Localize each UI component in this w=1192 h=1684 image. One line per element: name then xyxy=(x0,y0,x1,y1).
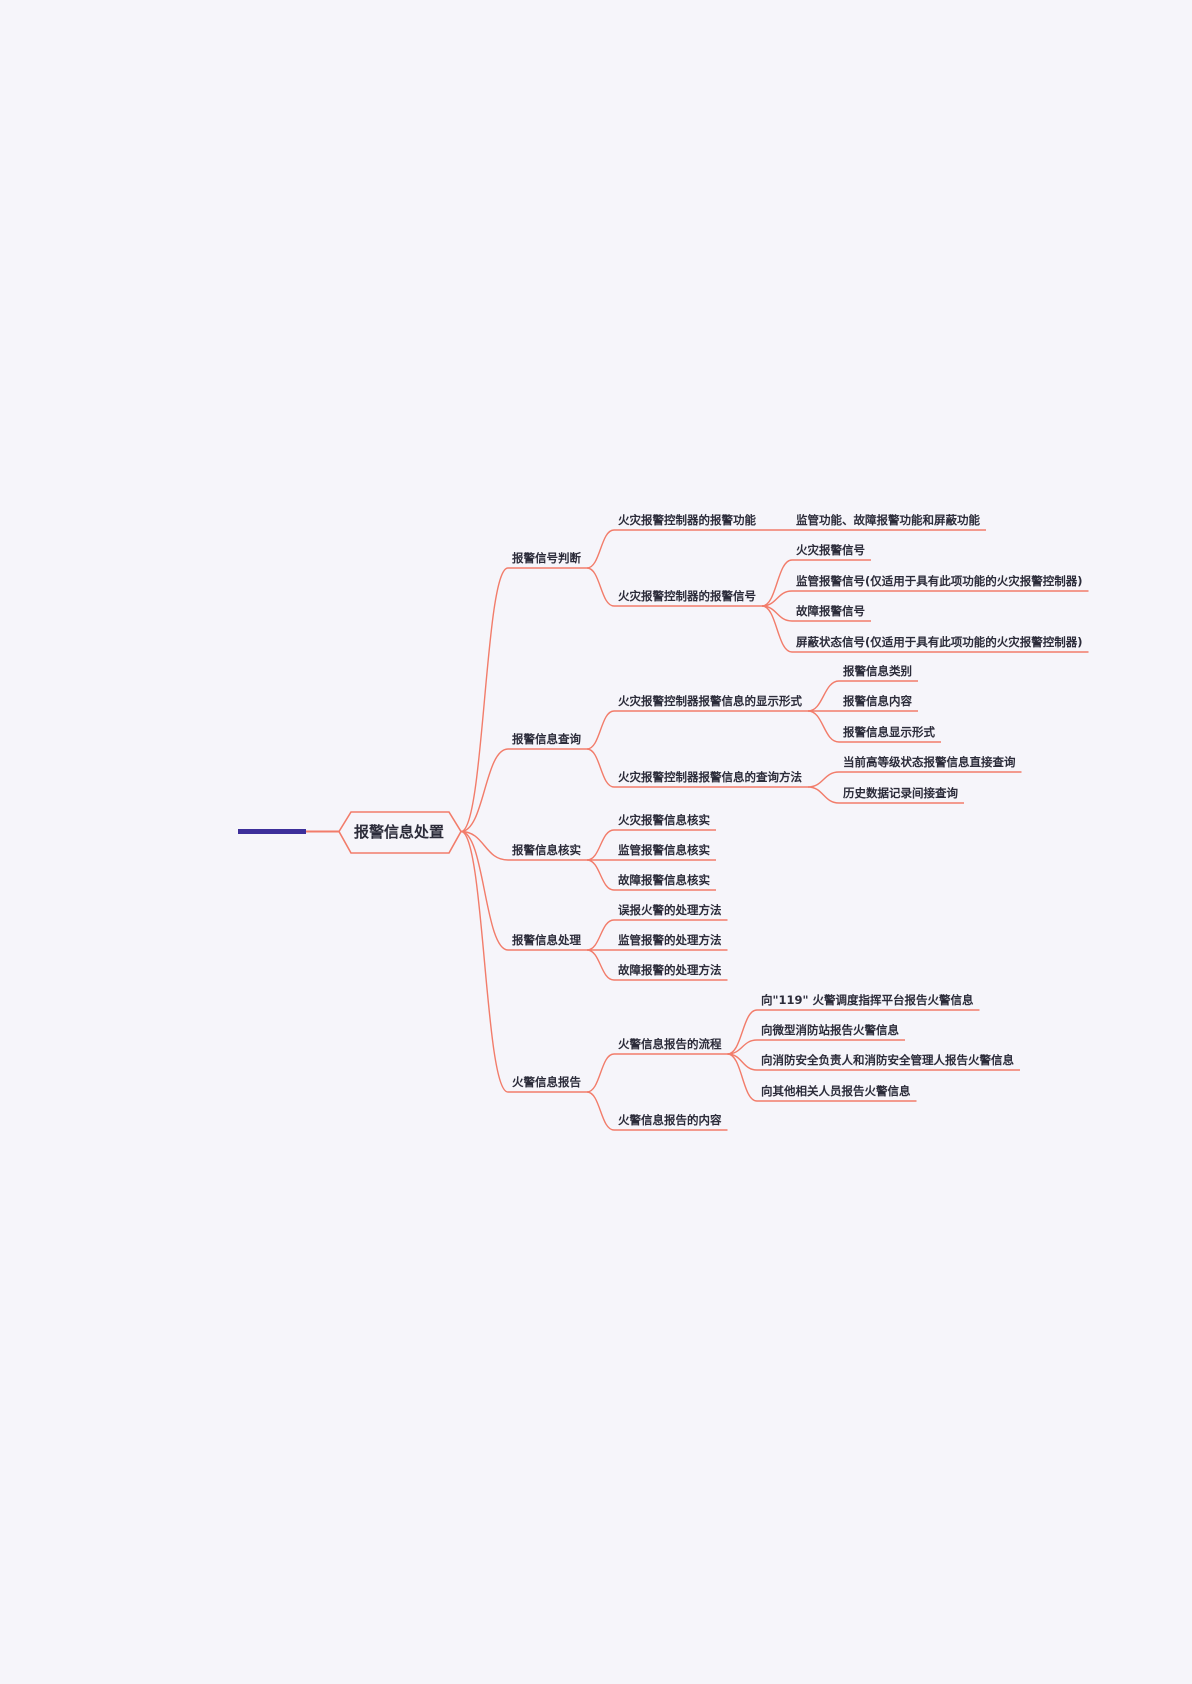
link-leaf-info-category xyxy=(807,680,840,712)
branch-fire-report[interactable]: 火警信息报告 xyxy=(512,1075,581,1089)
branch-info-verify[interactable]: 报警信息核实 xyxy=(512,843,581,857)
node-fire-alarm-verify[interactable]: 火灾报警信息核实 xyxy=(618,813,710,827)
leaf-supervisory-signal[interactable]: 监管报警信号(仅适用于具有此项功能的火灾报警控制器) xyxy=(796,574,1083,588)
link-leaf-direct-query xyxy=(807,771,840,788)
node-supervisory-method[interactable]: 监管报警的处理方法 xyxy=(618,933,722,947)
link-leaf-report-others xyxy=(727,1053,758,1102)
root-node-label: 报警信息处置 xyxy=(354,823,445,841)
link-leaf-shield-signal xyxy=(761,605,793,653)
link-branch-fire-report xyxy=(460,830,509,1093)
link-branch-info-query xyxy=(460,748,509,833)
branch-info-handle[interactable]: 报警信息处理 xyxy=(512,933,581,947)
leaf-fire-alarm-signal[interactable]: 火灾报警信号 xyxy=(796,543,865,557)
link-node-false-alarm-method xyxy=(586,919,615,951)
link-node-fault-method xyxy=(586,949,615,981)
node-report-process[interactable]: 火警信息报告的流程 xyxy=(618,1037,722,1051)
node-supervisory-verify[interactable]: 监管报警信息核实 xyxy=(618,843,710,857)
leaf-info-display[interactable]: 报警信息显示形式 xyxy=(843,725,935,739)
link-node-query-method xyxy=(586,748,615,788)
node-fault-verify[interactable]: 故障报警信息核实 xyxy=(618,873,710,887)
link-node-fire-alarm-verify xyxy=(586,829,615,861)
leaf-report-others[interactable]: 向其他相关人员报告火警信息 xyxy=(761,1084,911,1098)
branch-signal-judgment[interactable]: 报警信号判断 xyxy=(512,551,581,565)
link-branch-info-handle xyxy=(460,830,509,951)
branch-info-query[interactable]: 报警信息查询 xyxy=(512,732,581,746)
node-fault-method[interactable]: 故障报警的处理方法 xyxy=(618,963,722,977)
link-branch-info-verify xyxy=(460,830,509,861)
link-node-report-process xyxy=(586,1053,615,1093)
leaf-shield-signal[interactable]: 屏蔽状态信号(仅适用于具有此项功能的火灾报警控制器) xyxy=(796,635,1083,649)
link-node-controller-alarm-signal xyxy=(586,567,615,607)
leaf-report-micro-station[interactable]: 向微型消防站报告火警信息 xyxy=(761,1023,899,1037)
link-leaf-supervisory-signal xyxy=(761,590,793,607)
leaf-info-content[interactable]: 报警信息内容 xyxy=(843,694,912,708)
connector-lines xyxy=(460,529,1089,1131)
node-report-content[interactable]: 火警信息报告的内容 xyxy=(618,1113,722,1127)
leaf-report-safety-managers[interactable]: 向消防安全负责人和消防安全管理人报告火警信息 xyxy=(761,1053,1014,1067)
link-leaf-info-display xyxy=(807,710,840,743)
node-display-form[interactable]: 火灾报警控制器报警信息的显示形式 xyxy=(618,694,802,708)
link-node-report-content xyxy=(586,1091,615,1131)
leaf-direct-query[interactable]: 当前高等级状态报警信息直接查询 xyxy=(843,755,1016,769)
link-branch-signal-judgment xyxy=(460,567,509,833)
node-query-method[interactable]: 火灾报警控制器报警信息的查询方法 xyxy=(618,770,802,784)
link-leaf-history-query xyxy=(807,786,840,804)
link-node-display-form xyxy=(586,710,615,750)
link-leaf-report-119 xyxy=(727,1009,758,1055)
leaf-fault-signal[interactable]: 故障报警信号 xyxy=(796,604,865,618)
leaf-report-119[interactable]: 向"119" 火警调度指挥平台报告火警信息 xyxy=(761,993,974,1007)
link-node-fault-verify xyxy=(586,859,615,891)
node-false-alarm-method[interactable]: 误报火警的处理方法 xyxy=(618,903,722,917)
leaf-supervisory-fault-shield[interactable]: 监管功能、故障报警功能和屏蔽功能 xyxy=(796,513,980,527)
node-controller-alarm-signal[interactable]: 火灾报警控制器的报警信号 xyxy=(618,589,756,603)
leaf-info-category[interactable]: 报警信息类别 xyxy=(843,664,912,678)
leaf-history-query[interactable]: 历史数据记录间接查询 xyxy=(843,786,958,800)
link-leaf-fire-alarm-signal xyxy=(761,559,793,607)
node-controller-alarm-function[interactable]: 火灾报警控制器的报警功能 xyxy=(618,513,756,527)
link-node-controller-alarm-function xyxy=(586,529,615,569)
accent-bar xyxy=(238,829,306,834)
